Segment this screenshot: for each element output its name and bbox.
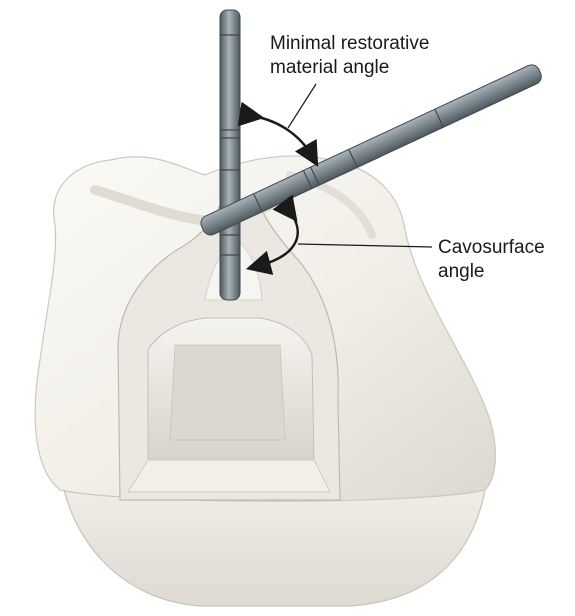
cavosurface-line2: angle bbox=[438, 260, 545, 284]
cavosurface-angle-label: Cavosurface angle bbox=[438, 236, 545, 284]
minimal-restorative-leader bbox=[288, 84, 316, 128]
minimal-restorative-angle-arrow bbox=[252, 116, 312, 156]
axial-wall bbox=[170, 345, 285, 440]
minimal-restorative-line1: Minimal restorative bbox=[270, 32, 429, 56]
gingival-floor bbox=[128, 460, 330, 492]
minimal-restorative-line2: material angle bbox=[270, 56, 429, 80]
minimal-restorative-angle-label: Minimal restorative material angle bbox=[270, 32, 429, 80]
cavosurface-line1: Cavosurface bbox=[438, 236, 545, 260]
vertical-instrument bbox=[220, 10, 240, 300]
